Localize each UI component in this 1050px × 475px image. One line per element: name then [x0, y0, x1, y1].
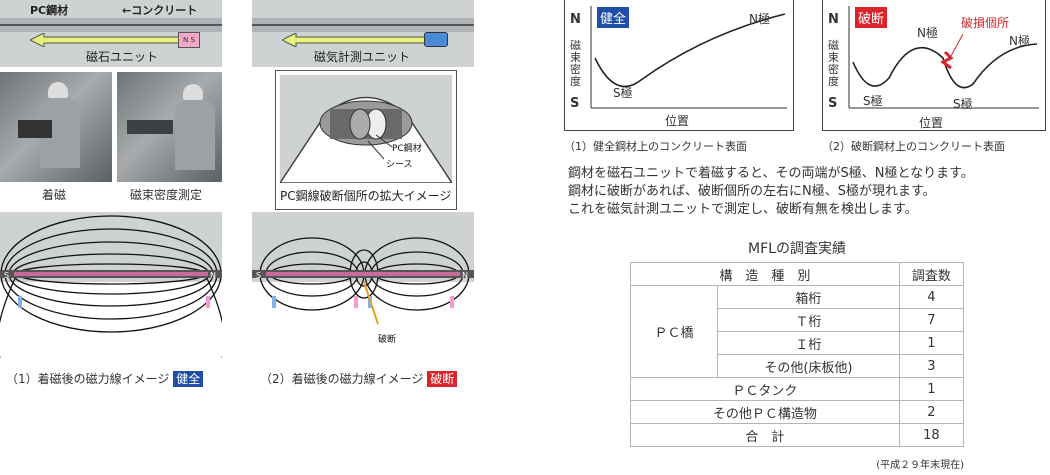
- table-header-row: 構 造 種 別 調査数: [630, 262, 965, 286]
- row-count: 3: [898, 354, 965, 378]
- zoom-sheath-label: シース: [386, 160, 413, 170]
- magnet-unit-panel: PC鋼材 ←コンクリート N S 磁石ユニット: [0, 0, 222, 67]
- flux-measurement-photo: [117, 72, 222, 182]
- table-row: その他ＰＣ構造物 2: [630, 400, 965, 424]
- sensor-movement-arrow: [282, 33, 432, 47]
- row-type: ＰＣタンク: [630, 377, 900, 401]
- row-type: その他ＰＣ構造物: [630, 400, 900, 424]
- graph2-damage-label: 破損個所: [961, 16, 1010, 30]
- healthy-field-lines: S N: [0, 212, 222, 358]
- row-count: 1: [898, 331, 965, 355]
- movement-arrow: [30, 33, 180, 47]
- row-count: 7: [898, 308, 965, 332]
- table-total-row: 合 計 18: [630, 423, 965, 447]
- damage-marker: [940, 50, 954, 70]
- svg-text:N: N: [210, 271, 216, 280]
- total-count: 18: [898, 423, 965, 447]
- table-title: MFLの調査実績: [748, 241, 846, 257]
- graph2-axes: [848, 6, 1039, 109]
- flux-measurement-caption: 磁束密度測定: [130, 188, 203, 202]
- sensor-unit-panel: 磁気計測ユニット: [252, 0, 474, 67]
- pc-bridge-cell: ＰＣ橋: [630, 285, 718, 378]
- graph1-axes: [590, 6, 787, 109]
- graph1-badge: 健全: [597, 7, 630, 28]
- broken-field-lines: S N: [252, 212, 474, 325]
- table-row: その他(床板他) 3: [631, 354, 965, 378]
- break-label: 破断: [378, 335, 397, 345]
- row-type: Ｉ桁: [717, 331, 900, 355]
- header-count: 調査数: [898, 262, 965, 286]
- graph2-x-label: 位置: [919, 116, 944, 130]
- description-line-1: 鋼材を磁石ユニットで着磁すると、その両端がS極、N極となります。: [568, 166, 974, 181]
- row-count: 1: [898, 377, 965, 401]
- healthy-badge: 健全: [173, 371, 204, 387]
- zoom-illustration: [280, 96, 452, 183]
- graph1-y-label: 磁束密度: [570, 39, 581, 88]
- broken-flux-graph: 破断 N 磁束密度 S 破損個所 N極 N極 S極 S極 位置: [822, 0, 1046, 131]
- svg-text:S: S: [256, 271, 261, 280]
- magnet-unit-label: 磁石ユニット: [86, 50, 159, 64]
- graph1-x-label: 位置: [665, 114, 690, 128]
- total-label: 合 計: [630, 423, 900, 447]
- zoom-title: PC鋼線破断個所の拡大イメージ: [280, 189, 452, 203]
- graph2-n2: N極: [1009, 34, 1030, 48]
- sensor-unit: [424, 32, 448, 47]
- healthy-flux-graph: 健全 N 磁束密度 S N極 S極 位置: [564, 0, 794, 131]
- graph1-caption: （1）健全鋼材上のコンクリート表面: [564, 140, 747, 153]
- description-line-3: これを磁気計測ユニットで測定し、破断有無を検出します。: [568, 202, 918, 217]
- row-count: 2: [898, 400, 965, 424]
- sensor-unit-label: 磁気計測ユニット: [314, 50, 411, 64]
- zoom-pc-label: PC鋼材: [392, 144, 422, 154]
- description-line-2: 鋼材に破断があれば、破断個所の左右にN極、S極が現れます。: [568, 184, 936, 199]
- graph1-n-pole: N極: [749, 12, 770, 26]
- graph2-y-label: 磁束密度: [828, 39, 839, 88]
- graph1-y-s: S: [570, 96, 580, 111]
- broken-badge: 破断: [427, 371, 458, 387]
- pc-steel-label: PC鋼材: [30, 4, 69, 17]
- broken-field-caption-text: （2）着磁後の磁力線イメージ: [260, 372, 424, 386]
- concrete-label: ←コンクリート: [122, 4, 198, 17]
- healthy-field-caption-text: （1）着磁後の磁力線イメージ: [6, 372, 170, 386]
- svg-text:N: N: [462, 271, 468, 280]
- healthy-field-panel: S N: [0, 212, 222, 358]
- broken-field-panel: S N 破断: [252, 212, 474, 358]
- graph2-curve: [852, 43, 1038, 89]
- magnetizing-photo: [0, 72, 112, 182]
- broken-field-caption: （2）着磁後の磁力線イメージ 破断: [260, 370, 458, 387]
- description: 鋼材を磁石ユニットで着磁すると、その両端がS極、N極となります。 鋼材に破断があ…: [568, 165, 974, 219]
- graph2-n1: N極: [917, 26, 938, 40]
- graph2-s1: S極: [863, 94, 883, 108]
- graph2-y-n: N: [828, 12, 839, 27]
- graph2-s2: S極: [953, 97, 973, 111]
- magnet-unit: N S: [178, 32, 200, 48]
- graph2-y-s: S: [828, 96, 838, 111]
- row-count: 4: [898, 285, 965, 309]
- graph1-s-pole: S極: [613, 86, 633, 100]
- svg-text:S: S: [4, 271, 9, 280]
- healthy-field-caption: （1）着磁後の磁力線イメージ 健全: [6, 370, 204, 387]
- header-structure-type: 構 造 種 別: [630, 262, 900, 286]
- mfl-results-table: 構 造 種 別 調査数 ＰＣ橋 箱桁 4 Ｔ桁 7 Ｉ桁 1 その他(床板他) …: [630, 262, 965, 447]
- table-row: Ｔ桁 7: [631, 308, 965, 332]
- magnetizing-caption: 着磁: [42, 188, 67, 202]
- row-type: その他(床板他): [717, 354, 900, 378]
- graph1-y-n: N: [570, 12, 581, 27]
- table-note: (平成２９年末現在): [876, 460, 964, 471]
- row-type: 箱桁: [717, 285, 900, 309]
- graph1-curve: [594, 13, 786, 88]
- table-row: ＰＣタンク 1: [630, 377, 965, 401]
- row-type: Ｔ桁: [717, 308, 900, 332]
- graph2-badge: 破断: [855, 7, 888, 28]
- graph2-caption: （2）破断鋼材上のコンクリート表面: [822, 140, 1005, 153]
- table-row: ＰＣ橋 箱桁 4: [630, 285, 965, 378]
- zoom-image-box: PC鋼材 シース PC鋼線破断個所の拡大イメージ: [275, 70, 457, 210]
